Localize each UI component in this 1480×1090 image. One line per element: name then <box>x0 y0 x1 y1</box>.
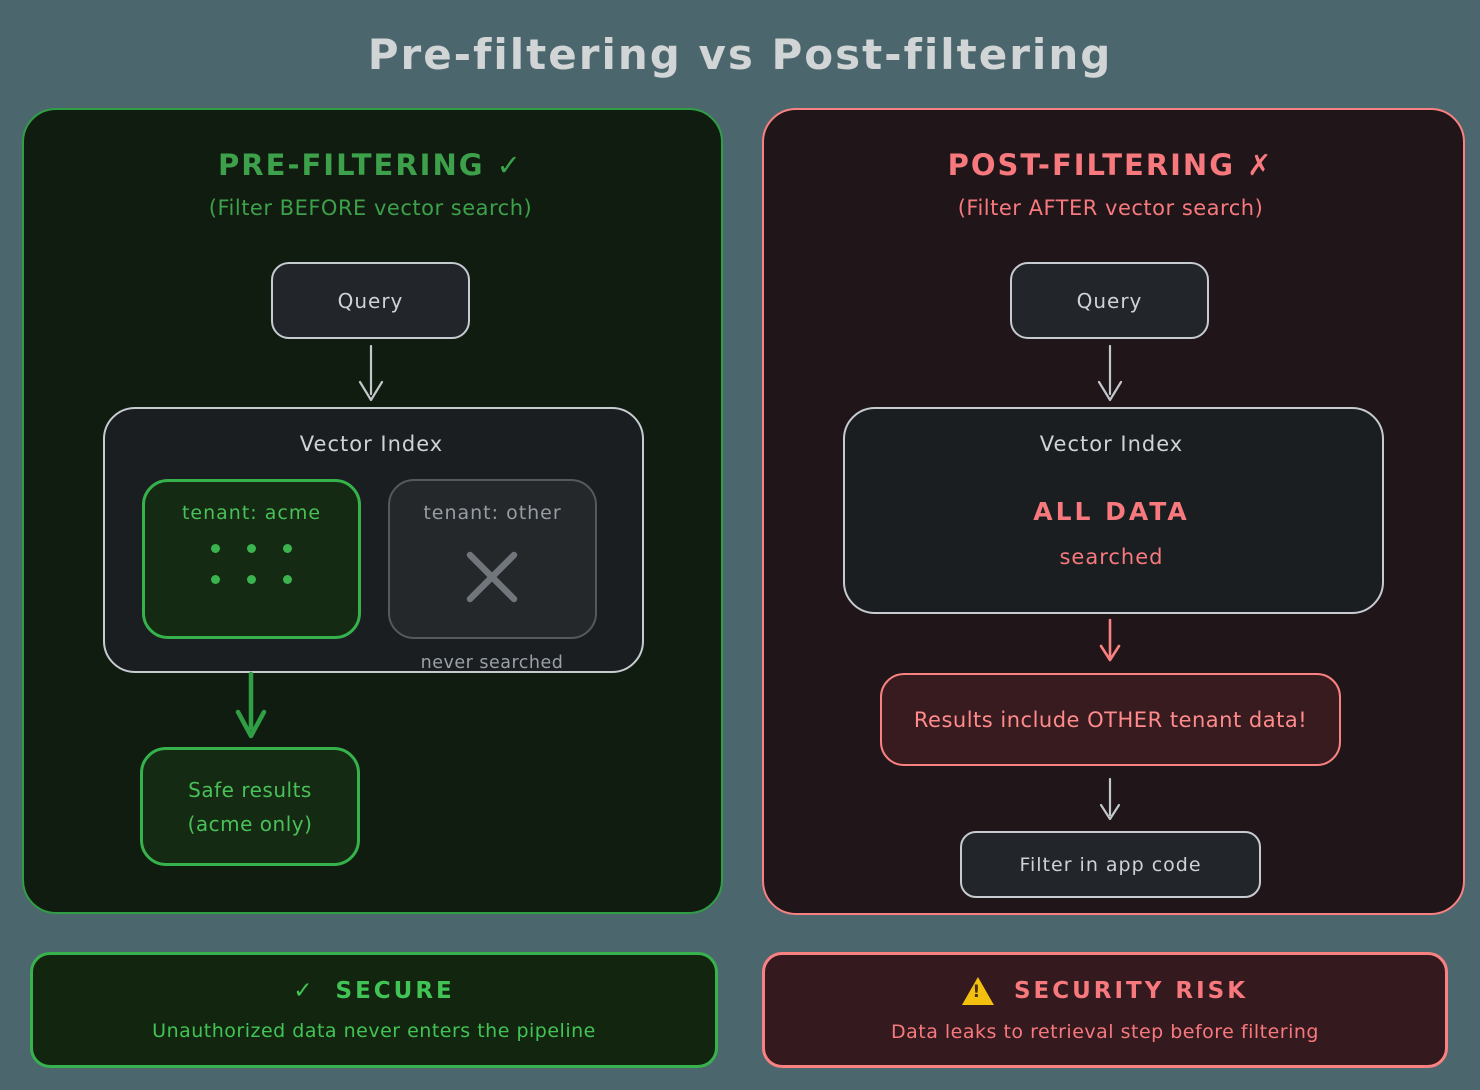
arrow-pre-index-to-results-icon <box>235 671 267 739</box>
arrow-pre-query-to-index-icon <box>358 344 384 402</box>
arrow-post-index-to-results-icon <box>1099 618 1121 662</box>
post-vector-index-title: Vector Index <box>1039 432 1184 456</box>
searched-label: searched <box>1059 545 1164 569</box>
warning-icon <box>961 977 994 1005</box>
post-filtering-subheading: (Filter AFTER vector search) <box>957 196 1264 220</box>
leaked-results-box: Results include OTHER tenant data! <box>880 673 1341 766</box>
all-data-label: ALL DATA <box>1033 497 1190 526</box>
tenant-acme-label: tenant: acme <box>181 502 322 524</box>
checkmark-icon: ✓ <box>293 978 316 1004</box>
safe-results-line1: Safe results <box>188 777 312 802</box>
post-vector-index-box <box>843 407 1384 614</box>
never-searched-note: never searched <box>420 653 564 673</box>
secure-subtitle: Unauthorized data never enters the pipel… <box>152 1020 596 1042</box>
pre-filtering-subheading: (Filter BEFORE vector search) <box>208 196 533 220</box>
pre-vector-index-title: Vector Index <box>299 432 444 456</box>
page-title: Pre-filtering vs Post-filtering <box>367 30 1113 79</box>
security-risk-summary-box: SECURITY RISK Data leaks to retrieval st… <box>762 952 1448 1068</box>
security-risk-subtitle: Data leaks to retrieval step before filt… <box>891 1021 1319 1043</box>
tenant-other-box <box>388 479 597 639</box>
pre-query-node: Query <box>271 262 470 339</box>
post-query-node: Query <box>1010 262 1209 339</box>
arrow-post-results-to-filter-icon <box>1099 777 1121 821</box>
post-filtering-heading: POST-FILTERING ✗ <box>947 148 1274 182</box>
pre-filtering-heading: PRE-FILTERING ✓ <box>218 148 523 182</box>
post-query-label: Query <box>1076 288 1143 313</box>
secure-summary-box: ✓ SECURE Unauthorized data never enters … <box>30 952 718 1068</box>
leaked-results-label: Results include OTHER tenant data! <box>913 707 1308 732</box>
safe-results-box: Safe results (acme only) <box>140 747 360 866</box>
filter-in-app-code-box: Filter in app code <box>960 831 1261 898</box>
security-risk-title: SECURITY RISK <box>1013 978 1249 1004</box>
tenant-other-label: tenant: other <box>423 502 562 524</box>
pre-query-label: Query <box>337 288 404 313</box>
acme-vectors-dots-icon <box>142 544 361 584</box>
excluded-x-icon <box>466 551 518 603</box>
secure-title: SECURE <box>335 978 455 1004</box>
filter-in-app-code-label: Filter in app code <box>1019 853 1202 876</box>
safe-results-line2: (acme only) <box>187 811 313 836</box>
tenant-acme-box <box>142 479 361 639</box>
arrow-post-query-to-index-icon <box>1097 344 1123 402</box>
